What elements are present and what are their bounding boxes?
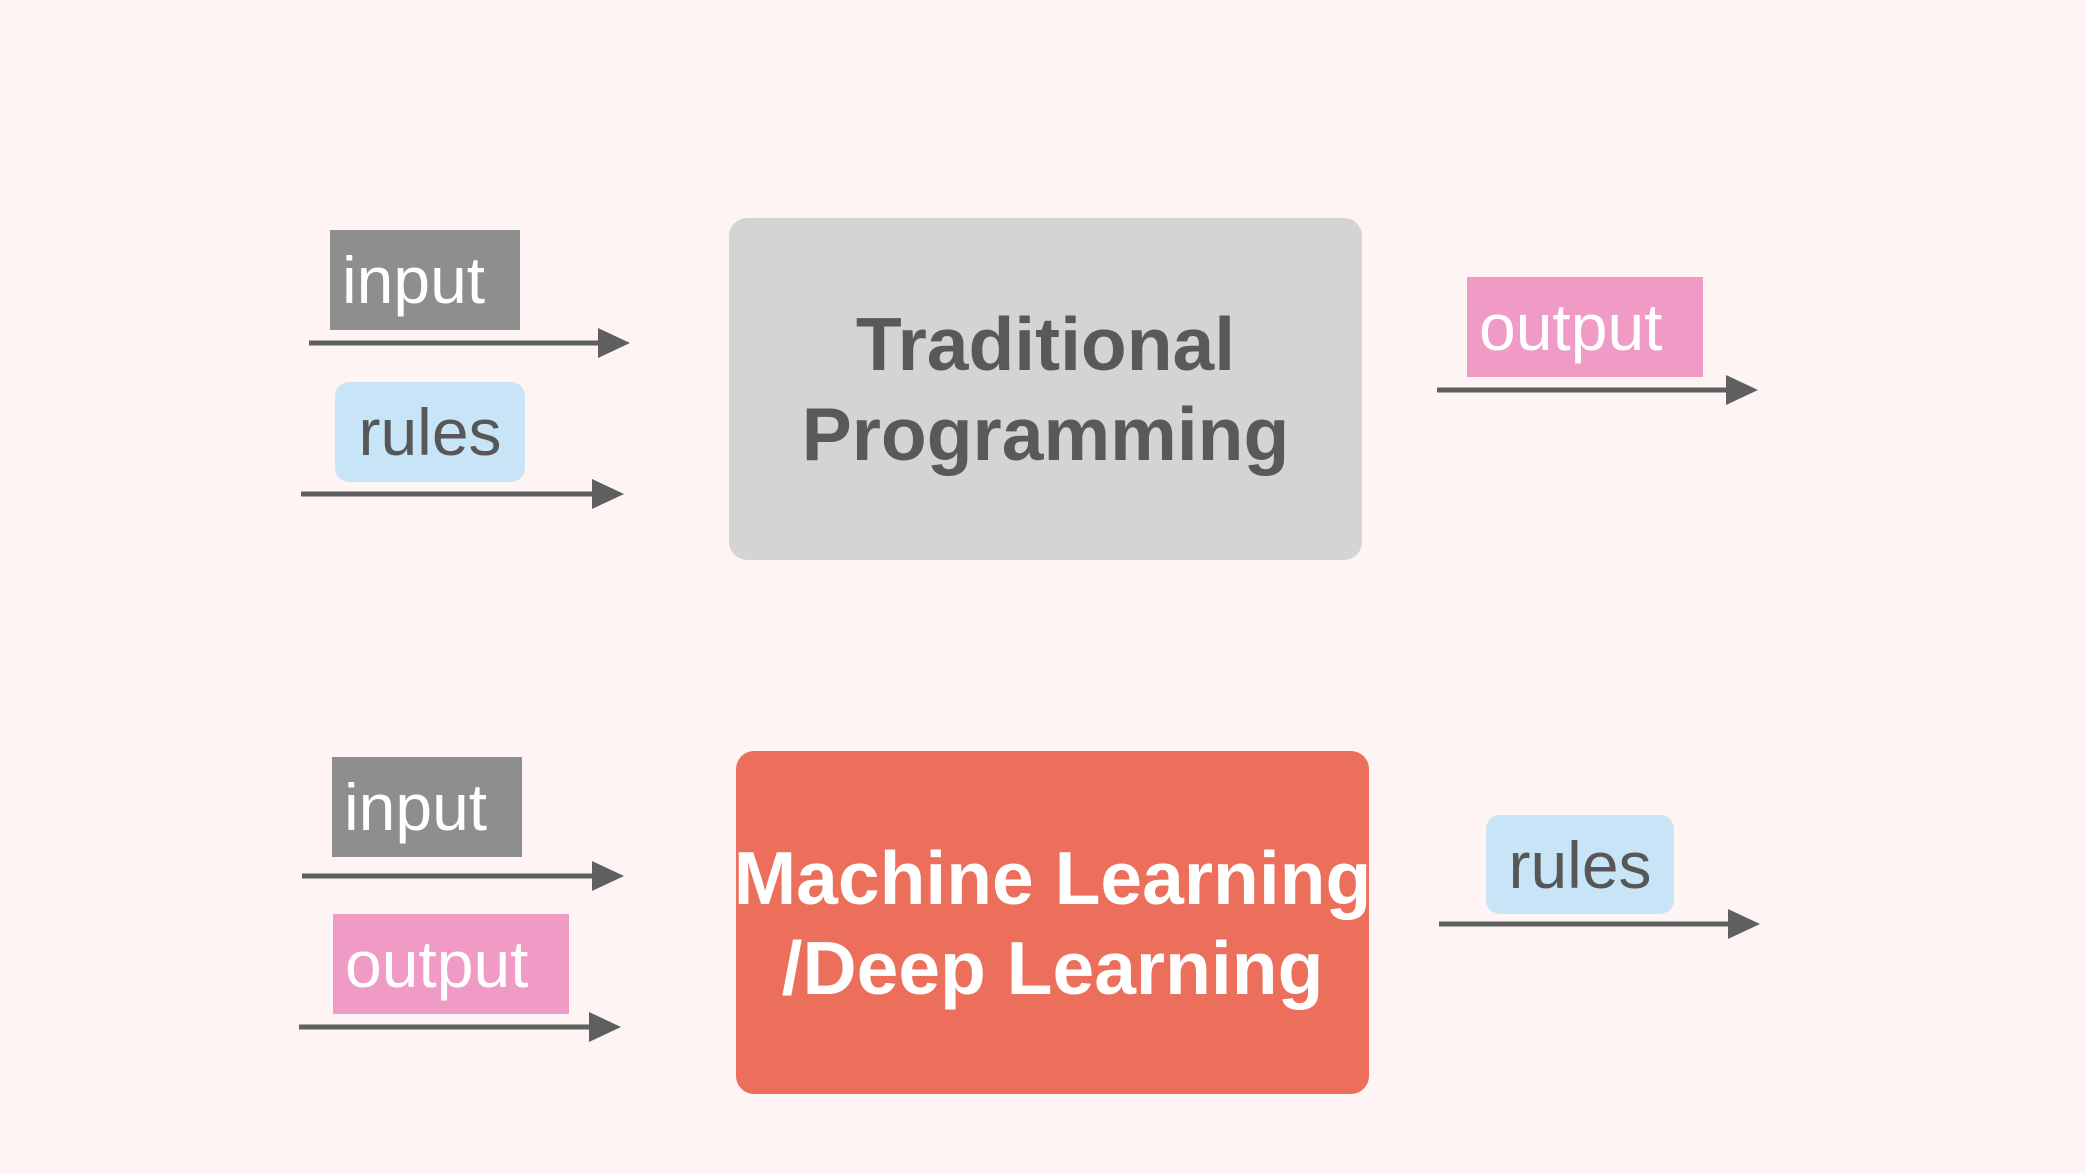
ml-title-line2: /Deep Learning: [781, 925, 1324, 1010]
traditional-rules-arrow: [301, 479, 624, 509]
traditional-output-arrow: [1437, 375, 1758, 405]
traditional-input-label: input: [330, 230, 520, 330]
ml-input-label: input: [332, 757, 522, 857]
traditional-output-label: output: [1467, 277, 1703, 377]
traditional-input-arrow: [309, 328, 630, 358]
ml-output-arrow: [299, 1012, 621, 1042]
ml-input-arrow: [302, 861, 624, 891]
traditional-title-line1: Traditional: [855, 302, 1236, 386]
machine-learning-box: Machine Learning /Deep Learning: [733, 751, 1372, 1094]
ml-output-label: output: [333, 914, 569, 1014]
traditional-programming-box: Traditional Programming: [729, 218, 1362, 560]
ml-rules-label: rules: [1486, 815, 1674, 914]
traditional-title-line2: Programming: [801, 392, 1290, 476]
ml-title-line1: Machine Learning: [733, 835, 1372, 920]
ml-rules-arrow: [1439, 909, 1760, 939]
traditional-rules-label: rules: [335, 382, 525, 482]
